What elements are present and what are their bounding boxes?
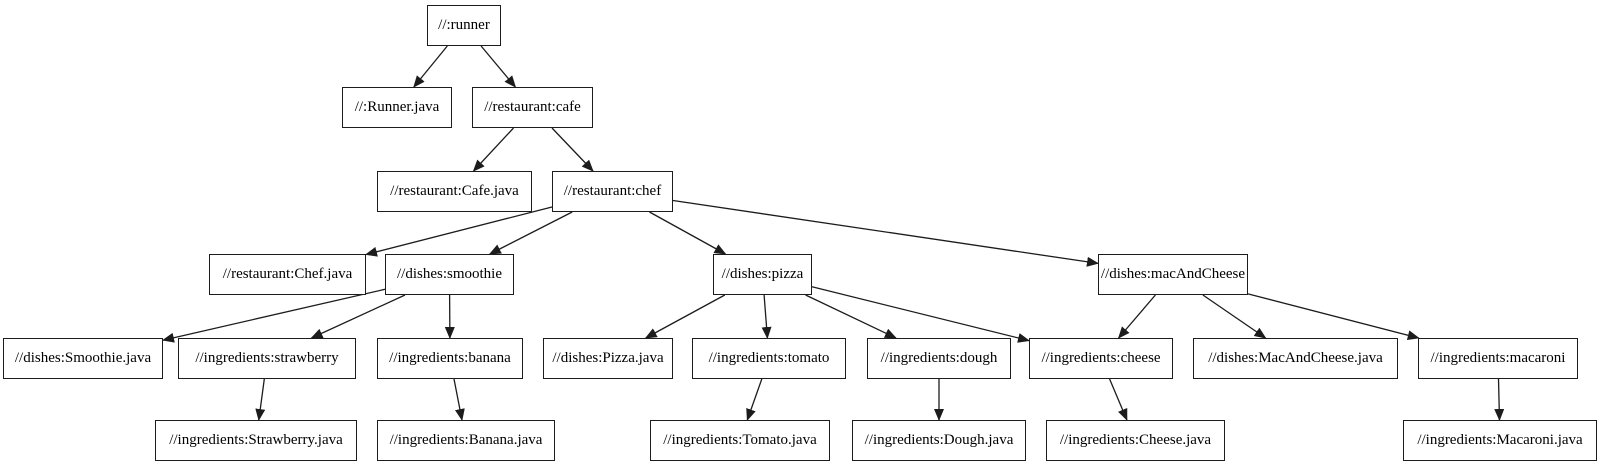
edge-pizza-to-pizza_java xyxy=(644,294,726,339)
edge-banana-to-banana_java xyxy=(453,378,465,421)
node-restaurant-chef: //restaurant:chef xyxy=(552,171,673,212)
node-tomato-java: //ingredients:Tomato.java xyxy=(650,420,830,461)
edge-smoothie-to-strawberry xyxy=(310,294,406,339)
edge-runner-to-runner_java xyxy=(413,45,448,88)
node-restaurant-cafe: //restaurant:cafe xyxy=(472,87,593,128)
edge-tomato-to-tomato_java xyxy=(746,378,763,421)
edge-chef-to-chef_java xyxy=(365,206,553,257)
node-cheese-java: //ingredients:Cheese.java xyxy=(1046,420,1225,461)
edge-macaroni-to-macaroni_java xyxy=(1494,378,1505,421)
edge-mac_and_cheese-to-macaroni xyxy=(1247,293,1420,341)
edge-cheese-to-cheese_java xyxy=(1109,378,1128,421)
node-macandcheese-java: //dishes:MacAndCheese.java xyxy=(1193,338,1398,379)
edge-cafe-to-cafe_java xyxy=(472,127,514,172)
node-macaroni-java: //ingredients:Macaroni.java xyxy=(1403,420,1597,461)
node-banana-java: //ingredients:Banana.java xyxy=(377,420,555,461)
edge-chef-to-mac_and_cheese xyxy=(672,199,1099,267)
edge-cafe-to-chef xyxy=(551,127,594,172)
node-dishes-macandcheese: //dishes:macAndCheese xyxy=(1098,254,1248,295)
node-smoothie-java: //dishes:Smoothie.java xyxy=(3,338,163,379)
node-ingredients-dough: //ingredients:dough xyxy=(867,338,1011,379)
node-strawberry-java: //ingredients:Strawberry.java xyxy=(155,420,357,461)
edge-strawberry-to-strawberry_java xyxy=(255,378,266,421)
node-dough-java: //ingredients:Dough.java xyxy=(852,420,1026,461)
edge-chef-to-pizza xyxy=(649,211,727,255)
edge-runner-to-cafe xyxy=(480,45,517,88)
node-chef-java: //restaurant:Chef.java xyxy=(209,254,366,295)
edge-pizza-to-dough xyxy=(805,294,897,339)
edge-pizza-to-tomato xyxy=(761,294,772,339)
edge-pizza-to-cheese xyxy=(811,286,1030,343)
node-runner-java: //:Runner.java xyxy=(342,87,452,128)
node-ingredients-strawberry: //ingredients:strawberry xyxy=(178,338,356,379)
edge-mac_and_cheese-to-cheese xyxy=(1117,294,1156,339)
node-runner: //:runner xyxy=(427,5,501,46)
node-ingredients-tomato: //ingredients:tomato xyxy=(692,338,846,379)
edge-smoothie-to-smoothie_java xyxy=(162,288,386,343)
node-cafe-java: //restaurant:Cafe.java xyxy=(377,171,532,212)
edge-mac_and_cheese-to-mac_and_cheese_java xyxy=(1202,294,1267,339)
node-ingredients-macaroni: //ingredients:macaroni xyxy=(1418,338,1578,379)
node-ingredients-banana: //ingredients:banana xyxy=(377,338,523,379)
node-dishes-smoothie: //dishes:smoothie xyxy=(385,254,514,295)
edges-group xyxy=(162,45,1505,421)
node-dishes-pizza: //dishes:pizza xyxy=(713,254,812,295)
node-pizza-java: //dishes:Pizza.java xyxy=(543,338,673,379)
node-ingredients-cheese: //ingredients:cheese xyxy=(1029,338,1173,379)
edge-chef-to-smoothie xyxy=(488,211,573,255)
